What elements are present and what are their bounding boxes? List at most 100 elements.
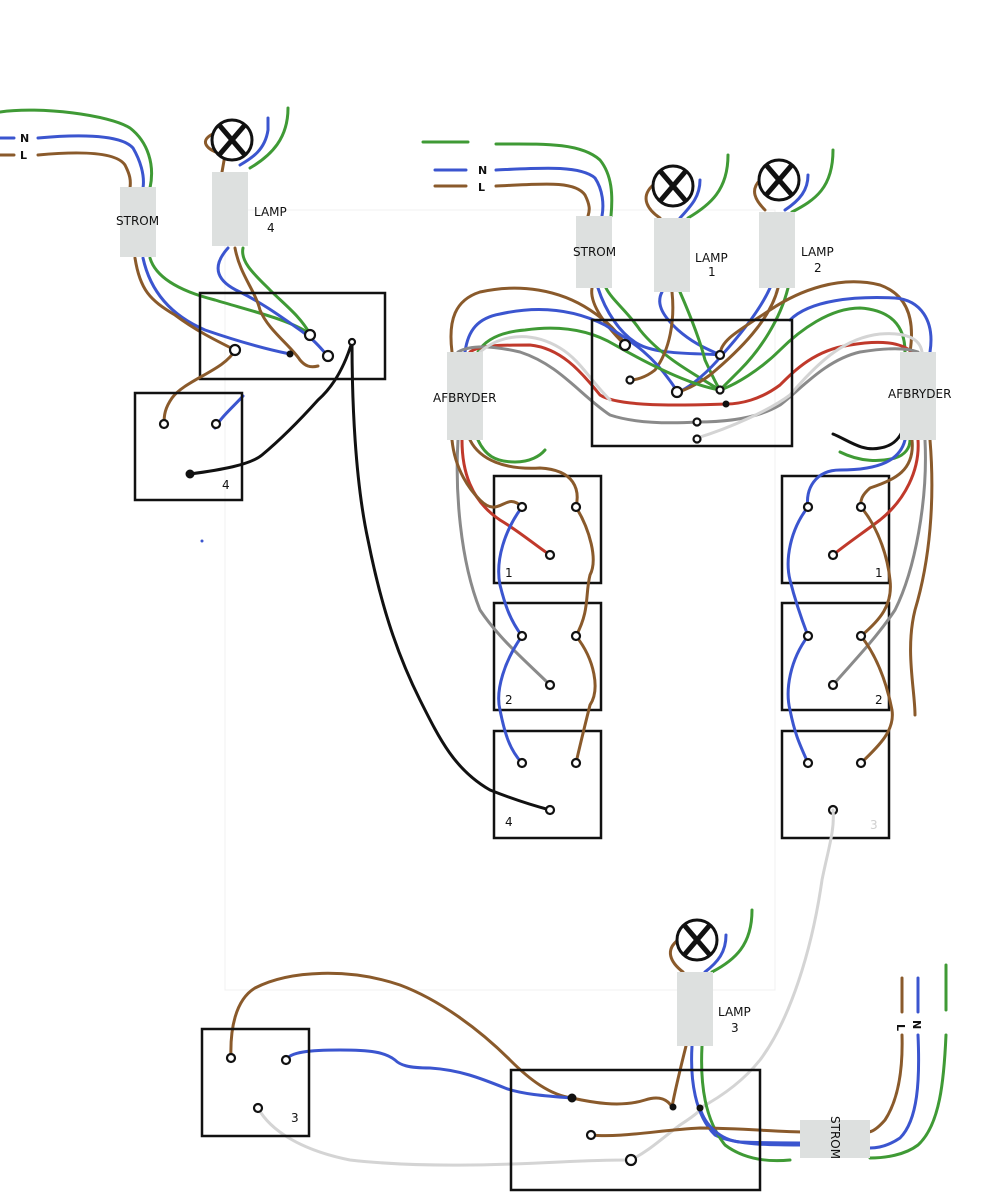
terminal-center-1 (618, 338, 632, 352)
terminal-junction-left-1 (303, 328, 317, 342)
wire-neutral-supply-top (433, 166, 605, 218)
connector-lamp3 (677, 972, 713, 1046)
wire-lamp4-earth-drop (241, 246, 312, 336)
label-n-top: N (478, 164, 487, 177)
wire-right-grey-down (831, 438, 927, 687)
terminal-right2-a (802, 630, 814, 642)
label-lamp1: LAMP (695, 251, 728, 265)
wire-neutral-to-junction (141, 256, 292, 356)
terminal-switch4-3 (185, 469, 195, 479)
wire-black-switch4 (188, 340, 354, 476)
terminal-left4-c (544, 804, 556, 816)
switch-single-4-number: 4 (222, 478, 230, 492)
label-lamp2-number: 2 (814, 261, 822, 275)
wire-black-long (350, 340, 552, 812)
wire-afbryder-left-green-top (476, 326, 722, 392)
connector-lamp1 (654, 218, 690, 292)
wire-light-grey-long (698, 808, 835, 1110)
label-strom-top: STROM (573, 245, 616, 259)
switch-box-right-3 (780, 729, 891, 840)
label-lamp4: LAMP (254, 205, 287, 219)
wire-strom-blue-down (596, 286, 722, 357)
label-afbryder-right: AFBRYDER (888, 387, 951, 401)
terminal-right1-b (855, 501, 867, 513)
switch-box-right-1 (780, 474, 891, 585)
section-bottom: L N 3 LAMP 3 STROM (200, 808, 948, 1192)
connector-lamp4 (212, 172, 248, 246)
terminal-switch4-2 (210, 418, 222, 430)
terminal-center-5 (715, 385, 725, 395)
wire-live-supply-right (866, 976, 904, 1134)
wire-afbryder-left-blue-top (463, 308, 677, 390)
wire-live-to-junction (133, 256, 237, 352)
wire-lamp3-neutral (703, 933, 728, 974)
terminal-right3-a (802, 757, 814, 769)
terminal-center-2 (714, 349, 726, 361)
wire-bottom-brown-to-strom (589, 1126, 807, 1138)
label-strom-bottom: STROM (828, 1116, 842, 1159)
label-lamp3-number: 3 (731, 1021, 739, 1035)
wire-lamp1-neutral (678, 178, 702, 220)
wire-lamp3-live (668, 938, 685, 974)
background-frame (224, 209, 776, 991)
terminal-right2-b (855, 630, 867, 642)
wire-earth-to-junction (148, 256, 312, 336)
label-n: N (20, 132, 29, 145)
switch-left-4-number: 4 (505, 815, 513, 829)
terminal-center-7 (692, 417, 702, 427)
terminal-left4-a (516, 757, 528, 769)
label-n-right: N (910, 1020, 923, 1029)
terminal-bottom-1 (567, 1093, 577, 1103)
section-top-left: N L 4 STROM LAMP 4 (0, 106, 552, 812)
terminal-bottom-5 (624, 1153, 638, 1167)
wire-afbryder-left-light-top (478, 335, 612, 402)
switch-box-single-4 (133, 391, 244, 502)
wire-afbryder-right-light-top (695, 332, 924, 440)
terminal-left2-c (544, 679, 556, 691)
terminal-switch3-a (225, 1052, 237, 1064)
terminal-right2-c (827, 679, 839, 691)
switch-left-2-number: 2 (505, 693, 513, 707)
wire-live-supply-top (433, 182, 591, 218)
wire-afbryder-right-red-top (724, 340, 914, 406)
connector-strom-left (120, 187, 156, 257)
label-lamp2: LAMP (801, 245, 834, 259)
wire-light-grey-bottom (256, 1106, 633, 1167)
terminal-left2-b (570, 630, 582, 642)
wire-lamp4-neutral-drop (216, 246, 330, 358)
switch-box-left-4 (492, 729, 603, 840)
switch-right-2-number: 2 (875, 693, 883, 707)
lamp-2-icon (757, 158, 801, 202)
lamp-3-icon (675, 918, 719, 962)
wire-afbryder-right-grey-top (695, 347, 920, 424)
connector-strom-top (576, 216, 612, 288)
wire-lamp3-earth (710, 908, 754, 974)
lamp-4-icon (210, 118, 254, 162)
terminal-right1-a (802, 501, 814, 513)
wire-afbryder-right-green-top (718, 306, 907, 392)
wire-neutral-supply-right (868, 976, 921, 1150)
wire-lamp4-earth (248, 106, 290, 170)
terminal-bottom-2 (669, 1103, 677, 1111)
terminal-right1-c (827, 549, 839, 561)
terminal-center-6 (722, 400, 730, 408)
switch-right-1-number: 1 (875, 566, 883, 580)
wire-earth-supply-left (0, 108, 154, 190)
wire-right-red-down (831, 438, 920, 557)
connector-afbryder-left (447, 352, 483, 440)
terminal-left2-a (516, 630, 528, 642)
label-l: L (20, 149, 27, 162)
label-afbryder-left: AFBRYDER (433, 391, 496, 405)
wire-afbryder-right-black (831, 430, 904, 451)
terminal-junction-left-2 (228, 343, 242, 357)
wire-bottom-blue-from-junction (698, 1106, 802, 1145)
section-top-right: N L (421, 140, 951, 840)
wire-right-blue-loop (786, 438, 907, 765)
junction-box-bottom (509, 1068, 762, 1192)
wire-earth-supply-right (868, 963, 948, 1160)
terminal-center-4 (670, 385, 684, 399)
wire-afbryder-left-green-stub (476, 438, 547, 464)
connector-lamp2 (759, 212, 795, 288)
wire-lamp4-switched (233, 246, 320, 369)
